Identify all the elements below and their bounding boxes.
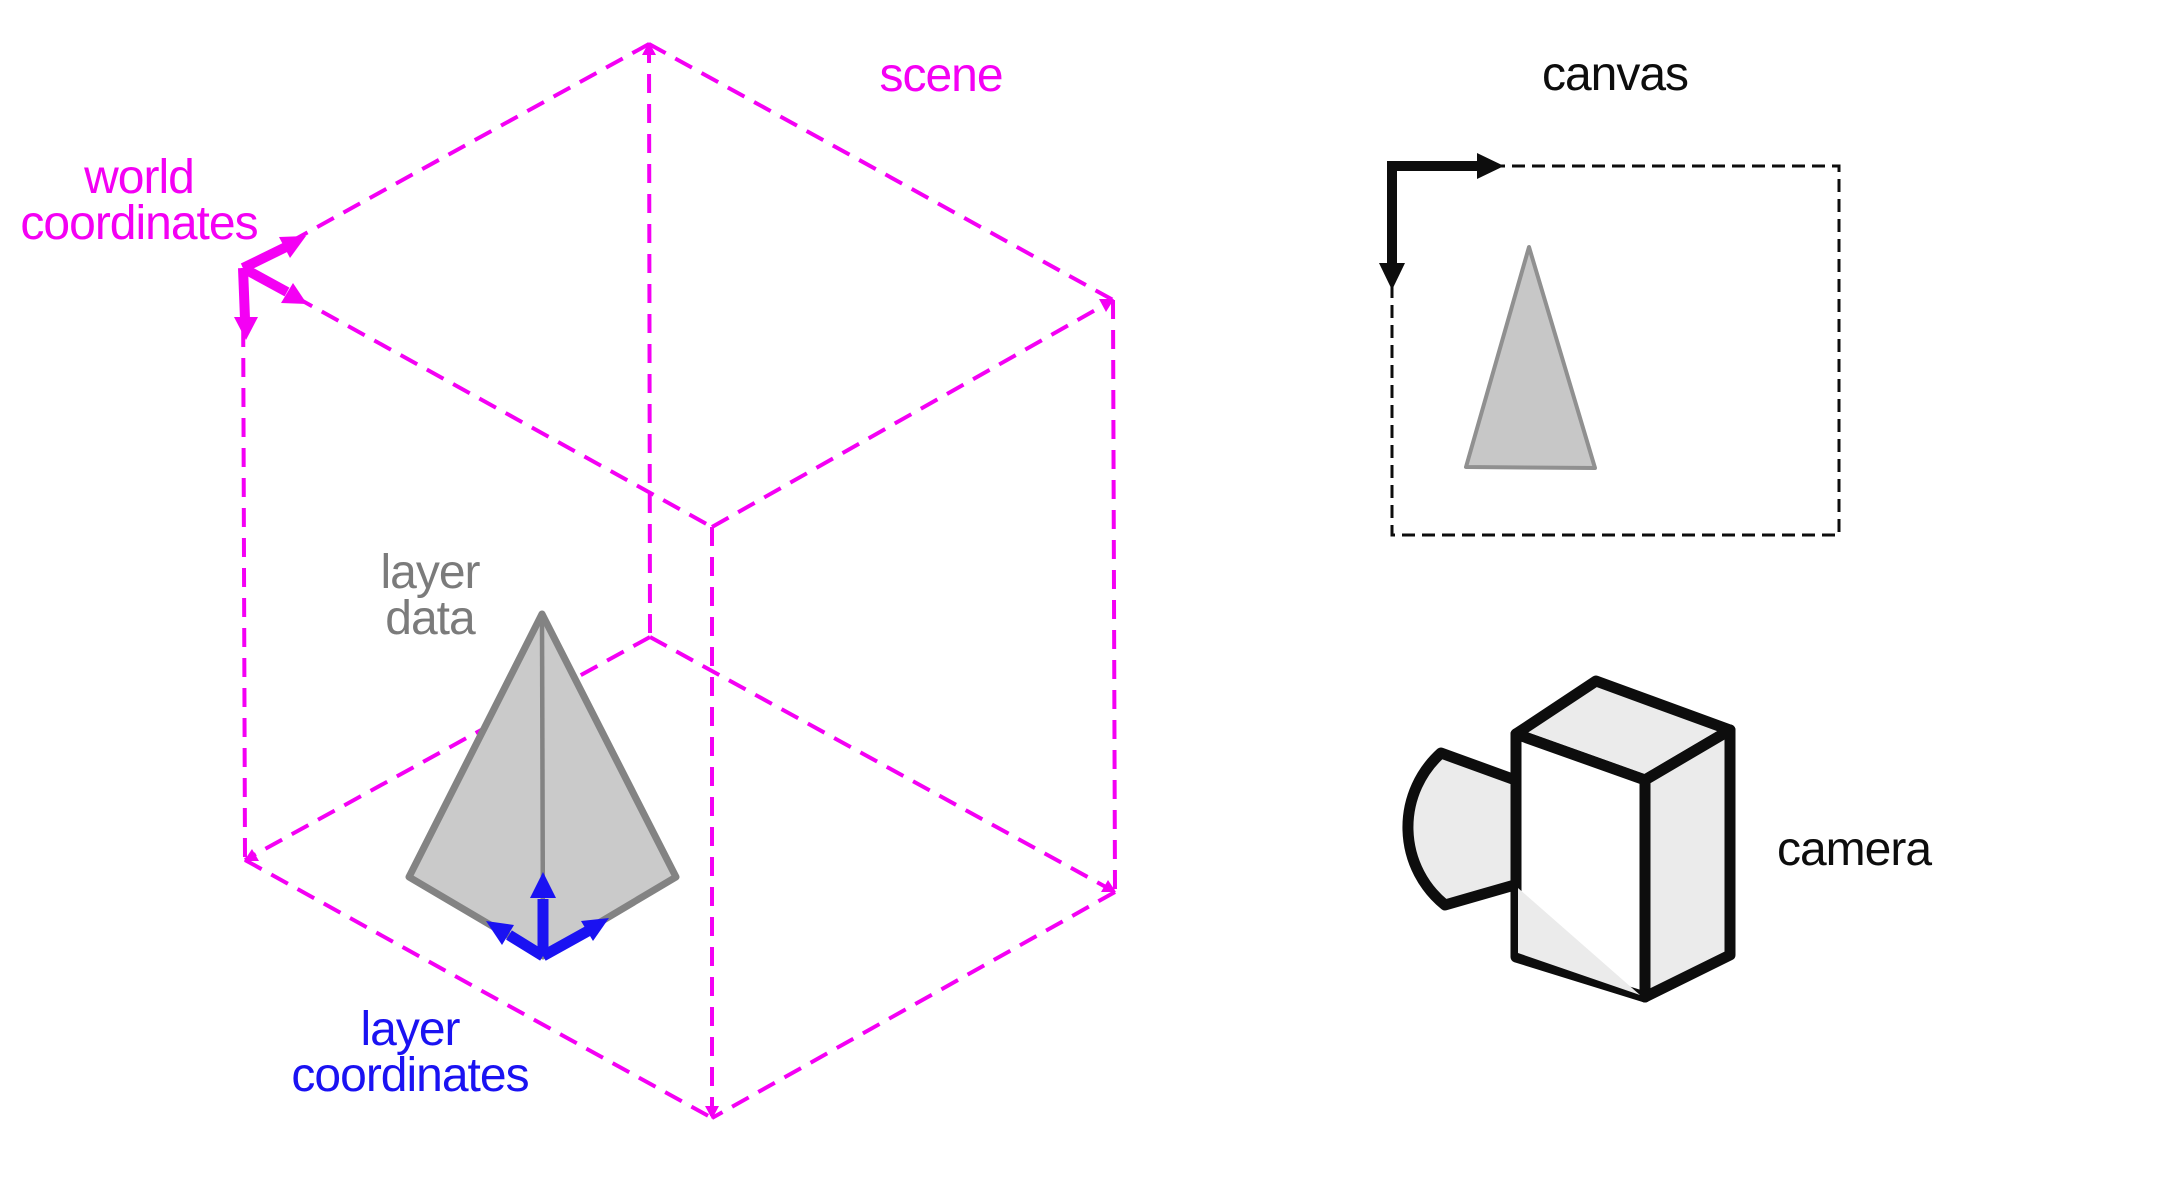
cube-edge bbox=[649, 635, 1116, 894]
cube-edge bbox=[711, 890, 1116, 1120]
world-axes-icon bbox=[234, 236, 307, 340]
scene-box bbox=[241, 42, 1117, 1120]
canvas-label: canvas bbox=[1541, 48, 1689, 101]
cube-edge bbox=[241, 267, 247, 861]
cube-edge bbox=[244, 635, 651, 862]
layer-coordinates-label: layer coordinates bbox=[291, 1003, 529, 1102]
canvas-axes-icon bbox=[1379, 153, 1504, 290]
world-coordinates-label: world coordinates bbox=[20, 151, 258, 250]
cube-edge-arrow-tip bbox=[1099, 299, 1114, 312]
camera-right-face bbox=[1639, 724, 1736, 1003]
camera-lens bbox=[1402, 747, 1524, 911]
layer-axis-arrowhead bbox=[530, 872, 556, 898]
layer-axis-arrowhead bbox=[581, 918, 609, 941]
cube-edge bbox=[242, 42, 650, 270]
camera-label: camera bbox=[1776, 823, 1932, 876]
layer-axis-shaft bbox=[540, 926, 591, 961]
world-axis-shaft bbox=[240, 242, 289, 273]
cube-edge bbox=[711, 298, 1114, 529]
canvas-axis-elbow bbox=[1387, 161, 1480, 266]
canvas-axis-arrowhead bbox=[1477, 153, 1504, 179]
canvas-border bbox=[1390, 164, 1841, 537]
camera-front-shading bbox=[1518, 888, 1640, 995]
layer-data-label: layer data bbox=[380, 546, 480, 645]
scene-label: scene bbox=[879, 49, 1003, 102]
pyramid-ridge bbox=[539, 619, 546, 949]
cube-edge bbox=[242, 266, 713, 529]
camera-icon bbox=[1402, 675, 1736, 1003]
cube-edge-arrow-tip bbox=[1101, 880, 1116, 892]
canvas-frame bbox=[1379, 153, 1841, 537]
layer-axes-icon bbox=[486, 872, 609, 961]
canvas-triangle bbox=[1464, 245, 1597, 470]
world-axis-arrowhead bbox=[281, 283, 307, 304]
cube-edge bbox=[647, 43, 652, 638]
world-axis-arrowhead bbox=[279, 236, 306, 258]
cube-edge bbox=[1111, 299, 1117, 893]
layer-axis-shaft bbox=[506, 930, 546, 961]
layer-axis-arrowhead bbox=[486, 921, 514, 945]
world-axis-shaft bbox=[240, 263, 290, 297]
cube-edge-arrow-tip bbox=[244, 849, 259, 861]
world-axis-arrowhead bbox=[234, 317, 258, 340]
cube-edge-arrow-tip bbox=[705, 1106, 719, 1119]
canvas-axis-arrowhead bbox=[1379, 263, 1405, 290]
world-axis-shaft bbox=[238, 267, 250, 320]
cube-edge-arrow-tip bbox=[642, 42, 656, 55]
